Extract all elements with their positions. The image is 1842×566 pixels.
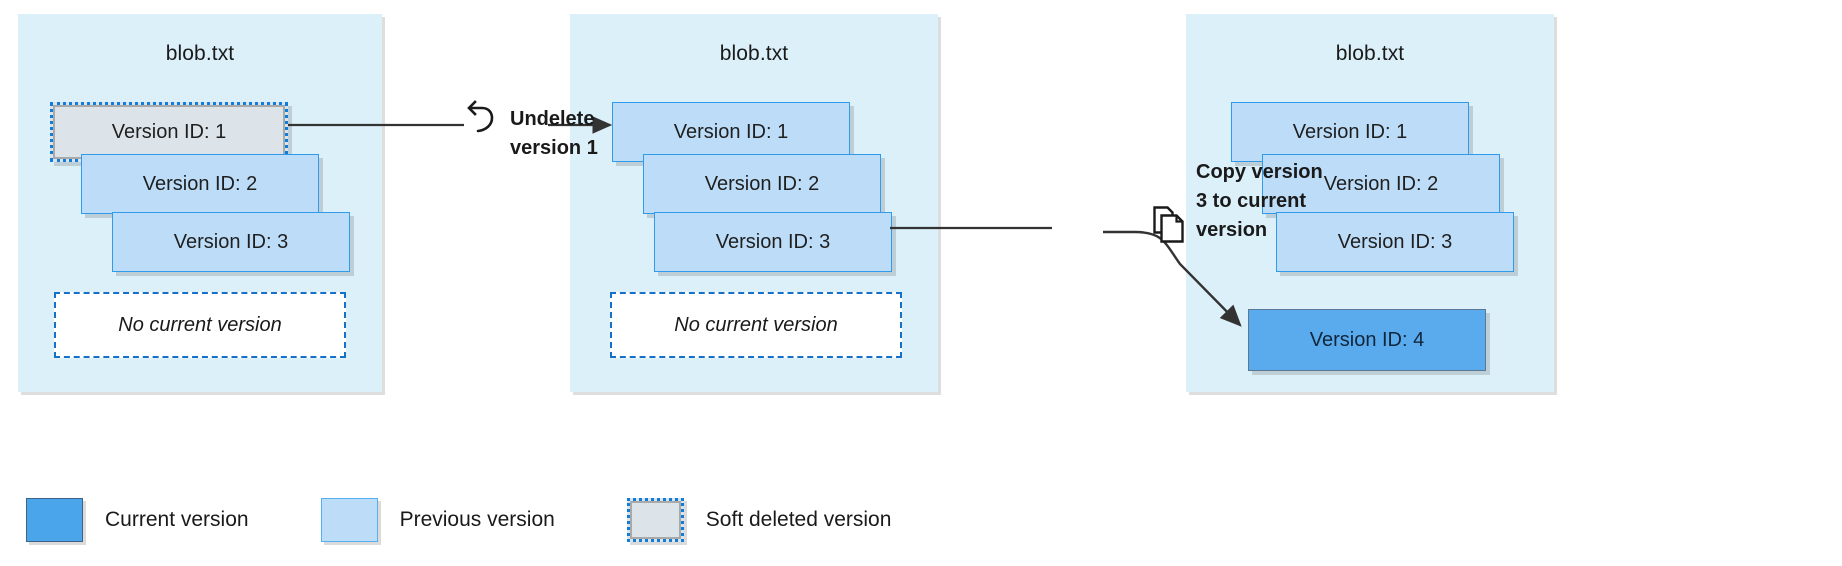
panel-title: blob.txt	[1335, 42, 1405, 65]
version-label: Version ID: 3	[715, 230, 831, 253]
copy-pages-icon-wrap	[1152, 205, 1188, 252]
placeholder-label: No current version	[674, 313, 838, 336]
panel-title: blob.txt	[719, 42, 789, 65]
copy-pages-icon	[1153, 206, 1184, 243]
blob-panel-2: blob.txt Version ID: 1 Version ID: 2 Ver…	[570, 14, 938, 392]
annotation-undelete: Undelete version 1	[510, 105, 640, 163]
blob-panel-3: blob.txt Version ID: 1 Version ID: 2 Ver…	[1186, 14, 1554, 392]
version-box-2-3[interactable]: Version ID: 3	[654, 212, 892, 272]
annotation-undelete-line2: version 1	[510, 137, 598, 159]
version-label: Version ID: 3	[1337, 230, 1453, 253]
version-box-3-3[interactable]: Version ID: 3	[1276, 212, 1514, 272]
version-box-3-2[interactable]: Version ID: 2	[1262, 154, 1500, 214]
legend: Current version Previous version Soft de…	[26, 498, 963, 542]
legend-swatch-soft-deleted-icon	[626, 498, 684, 542]
undo-arrow-icon-wrap	[466, 98, 500, 139]
legend-label: Previous version	[399, 508, 555, 531]
version-box-2-1[interactable]: Version ID: 1	[612, 102, 850, 162]
version-box-2-2[interactable]: Version ID: 2	[643, 154, 881, 214]
annotation-copy-line2: 3 to current	[1196, 190, 1307, 212]
legend-swatch-current-icon	[26, 498, 83, 542]
panel-title: blob.txt	[165, 42, 235, 65]
undo-arrow-icon	[467, 100, 494, 133]
legend-swatch-previous-icon	[320, 498, 378, 542]
version-box-3-1[interactable]: Version ID: 1	[1231, 102, 1469, 162]
version-label: Version ID: 2	[704, 172, 820, 195]
version-label: Version ID: 1	[111, 120, 227, 143]
annotation-copy-line3: version	[1196, 219, 1268, 241]
version-box-1-2[interactable]: Version ID: 2	[81, 154, 319, 214]
version-box-1-3[interactable]: Version ID: 3	[112, 212, 350, 272]
no-current-version-placeholder-2: No current version	[610, 292, 902, 358]
version-box-3-current[interactable]: Version ID: 4	[1248, 309, 1486, 371]
placeholder-label: No current version	[118, 313, 282, 336]
legend-item-current: Current version	[26, 498, 249, 542]
version-label: Version ID: 1	[1292, 120, 1408, 143]
legend-item-previous: Previous version	[320, 498, 555, 542]
annotation-copy: Copy version 3 to current version	[1196, 158, 1386, 245]
legend-item-soft-deleted: Soft deleted version	[626, 498, 892, 542]
legend-label: Soft deleted version	[705, 508, 892, 531]
annotation-undelete-line1: Undelete	[510, 108, 595, 130]
version-label: Version ID: 3	[173, 230, 289, 253]
version-label: Version ID: 1	[673, 120, 789, 143]
legend-label: Current version	[105, 508, 249, 531]
no-current-version-placeholder-1: No current version	[54, 292, 346, 358]
version-box-1-1[interactable]: Version ID: 1	[50, 102, 288, 162]
version-label: Version ID: 2	[142, 172, 258, 195]
blob-panel-1: blob.txt Version ID: 1 Version ID: 2 Ver…	[18, 14, 382, 392]
version-label: Version ID: 4	[1309, 328, 1425, 351]
annotation-copy-line1: Copy version	[1196, 161, 1323, 183]
version-label: Version ID: 2	[1323, 172, 1439, 195]
